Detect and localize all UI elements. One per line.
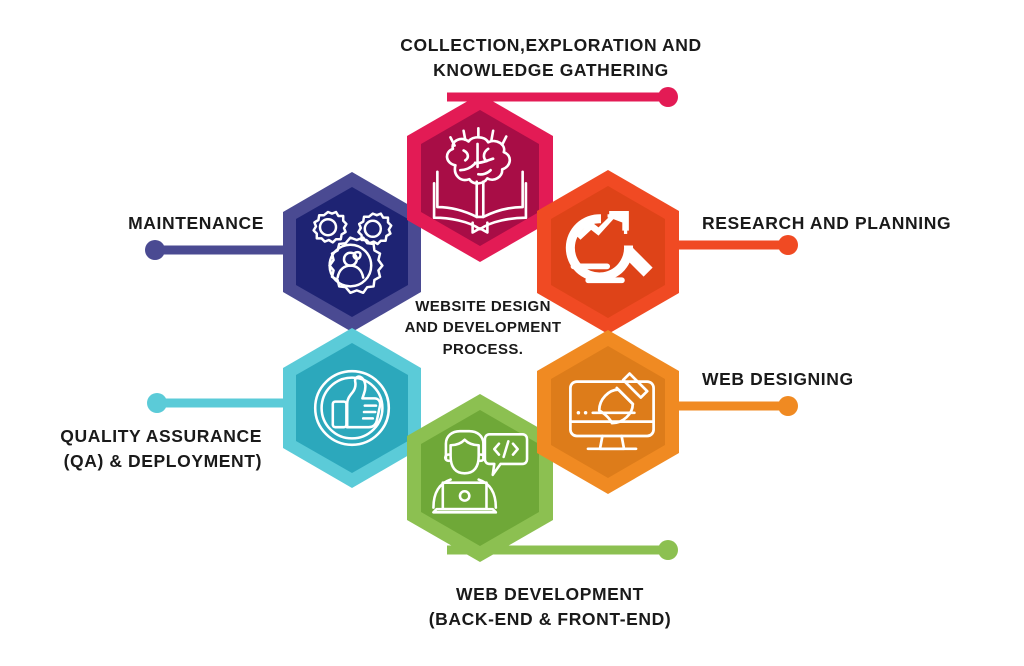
label-research: RESEARCH AND PLANNING: [702, 211, 951, 236]
label-quality-assurance: QUALITY ASSURANCE (QA) & DEPLOYMENT): [0, 424, 262, 475]
node-quality-assurance[interactable]: [283, 328, 421, 488]
hex-inner-quality-assurance: [296, 343, 408, 473]
center-caption: WEBSITE DESIGN AND DEVELOPMENT PROCESS.: [390, 296, 576, 360]
hex-inner-research: [551, 186, 665, 318]
center-caption-line-2: AND DEVELOPMENT: [404, 319, 562, 337]
hex-inner-collection: [421, 110, 539, 246]
label-maintenance-line-1: MAINTENANCE: [128, 213, 264, 233]
node-maintenance[interactable]: [283, 172, 421, 332]
label-web-designing: WEB DESIGNING: [702, 367, 854, 392]
label-collection: COLLECTION,EXPLORATION AND KNOWLEDGE GAT…: [386, 33, 716, 84]
label-web-development-line-1: WEB DEVELOPMENT: [456, 584, 644, 604]
label-quality-assurance-line-1: QUALITY ASSURANCE: [60, 426, 262, 446]
label-collection-line-1: COLLECTION,EXPLORATION AND: [400, 35, 702, 55]
label-web-development-line-2: (BACK-END & FRONT-END): [428, 609, 672, 630]
node-collection[interactable]: [407, 94, 553, 262]
label-web-development: WEB DEVELOPMENT (BACK-END & FRONT-END): [370, 582, 730, 633]
connector-quality-assurance: [147, 393, 300, 413]
node-web-development[interactable]: [407, 394, 553, 562]
label-research-line-1: RESEARCH AND PLANNING: [702, 213, 952, 233]
node-research[interactable]: [537, 170, 679, 334]
center-caption-line-1: WEBSITE DESIGN: [415, 298, 551, 315]
label-collection-line-2: KNOWLEDGE GATHERING: [433, 60, 669, 81]
connector-maintenance: [145, 240, 300, 260]
label-quality-assurance-line-2: (QA) & DEPLOYMENT): [63, 451, 262, 472]
label-maintenance: MAINTENANCE: [0, 211, 264, 236]
label-web-designing-line-1: WEB DESIGNING: [702, 369, 854, 389]
center-caption-line-3: PROCESS.: [442, 340, 524, 358]
node-web-designing[interactable]: [537, 330, 679, 494]
